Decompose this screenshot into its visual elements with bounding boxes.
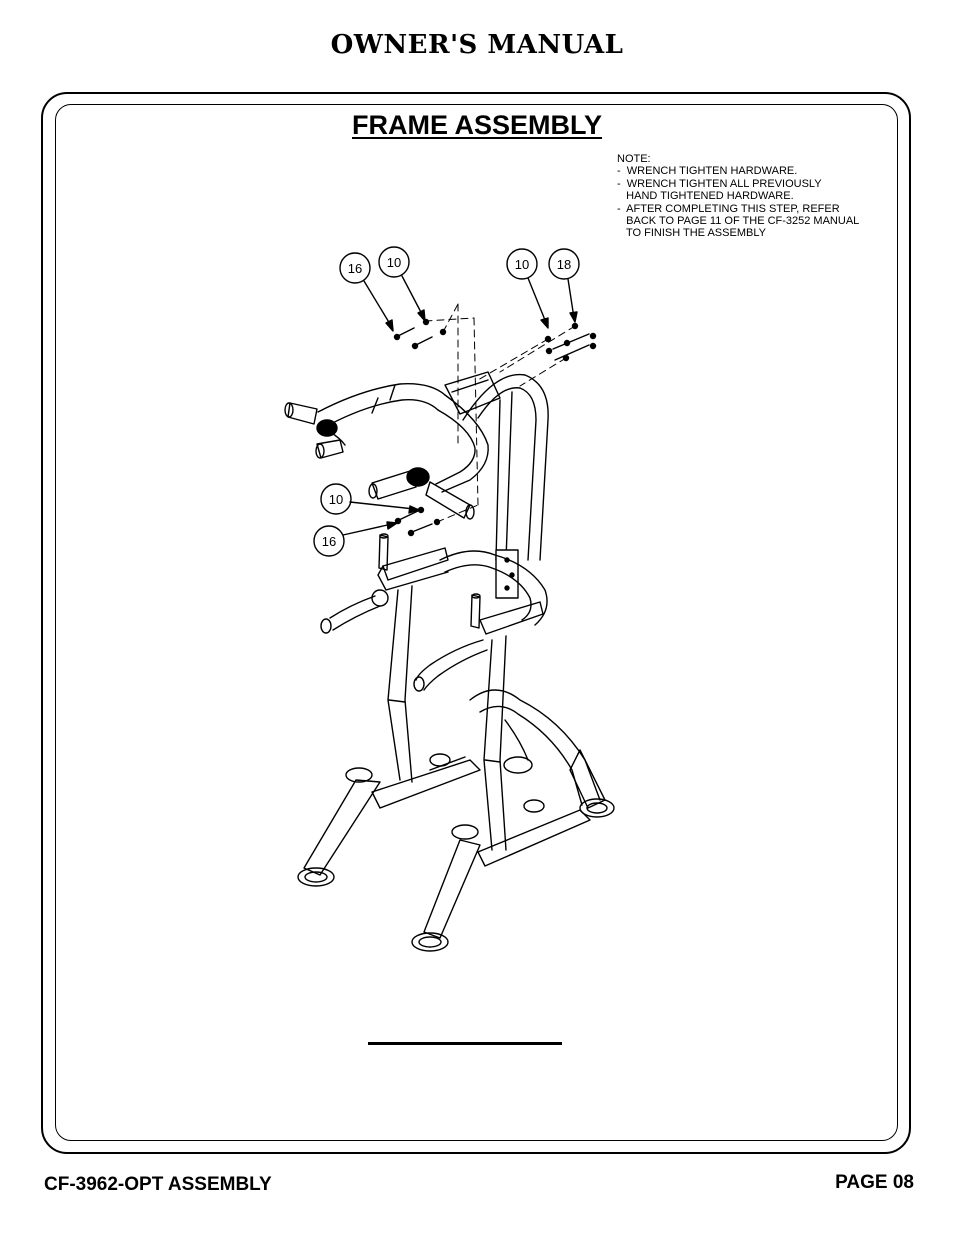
- note-line: - WRENCH TIGHTEN HARDWARE.: [617, 165, 798, 178]
- section-title: FRAME ASSEMBLY: [351, 110, 603, 140]
- page-frame-inner: [55, 104, 898, 1141]
- svg-text:10: 10: [515, 257, 529, 272]
- lower-handle-assembly: [320, 533, 548, 692]
- svg-text:10: 10: [329, 492, 343, 507]
- svg-text:18: 18: [557, 257, 571, 272]
- callout-10-top-right: 10: [506, 248, 538, 280]
- footer-page-number: PAGE 08: [835, 1172, 914, 1193]
- svg-text:16: 16: [348, 261, 362, 276]
- base-frame: [297, 689, 615, 952]
- note-line: - AFTER COMPLETING THIS STEP, REFER: [617, 202, 840, 215]
- note-line: - WRENCH TIGHTEN ALL PREVIOUSLY: [617, 177, 822, 190]
- dip-bar-upper: [284, 371, 501, 520]
- note-line: TO FINISH THE ASSEMBLY: [617, 227, 766, 240]
- note-line: NOTE:: [617, 153, 651, 165]
- assembly-note: NOTE: - WRENCH TIGHTEN HARDWARE. - WRENC…: [617, 153, 902, 240]
- callout-18-top-right: 18: [548, 248, 580, 280]
- svg-text:16: 16: [322, 534, 336, 549]
- divider-rule: [368, 1042, 562, 1045]
- leader-lines: [342, 275, 578, 536]
- main-upright: [462, 373, 549, 599]
- callout-10-mid-left: 10: [320, 483, 352, 515]
- footer-model: CF-3962-OPT ASSEMBLY: [44, 1174, 272, 1195]
- callout-16-mid-left: 16: [313, 525, 345, 557]
- page-frame-outer: [41, 92, 911, 1154]
- note-line: BACK TO PAGE 11 OF THE CF-3252 MANUAL: [617, 215, 860, 228]
- svg-text:10: 10: [387, 255, 401, 270]
- support-tubes: [387, 585, 507, 851]
- callout-16-top-left: 16: [339, 252, 371, 284]
- note-line: HAND TIGHTENED HARDWARE.: [617, 190, 794, 203]
- callout-10-top-left: 10: [378, 246, 410, 278]
- hardware-bolts: [393, 318, 597, 537]
- manual-title: OWNER'S MANUAL: [330, 30, 624, 60]
